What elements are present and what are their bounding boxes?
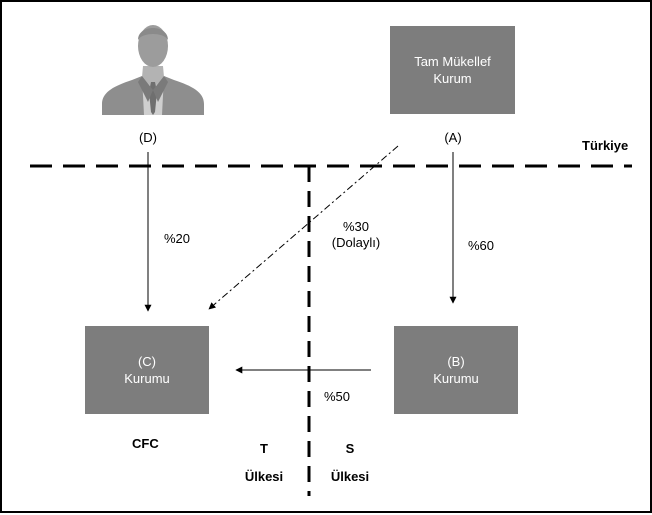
company-a-label: (A) — [444, 130, 462, 145]
company-c-name-line2: Kurumu — [124, 371, 170, 386]
country-s-letter: S — [345, 441, 355, 456]
edge-a-to-c-note: (Dolaylı) — [331, 235, 381, 250]
company-b-box: (B) Kurumu — [394, 326, 518, 414]
company-a-name-line2: Kurum — [433, 71, 472, 86]
edge-a-to-c-label: %30 (Dolaylı) — [324, 219, 388, 251]
company-c-name-line1: (C) — [137, 354, 157, 369]
company-a-name-line1: Tam Mükellef — [414, 54, 491, 69]
country-s-word: Ülkesi — [330, 469, 370, 484]
company-c-box: (C) Kurumu — [85, 326, 209, 414]
country-t-word: Ülkesi — [244, 469, 284, 484]
person-silhouette-icon — [102, 25, 204, 115]
country-turkey-label: Türkiye — [582, 138, 629, 153]
company-c-cfc-tag: CFC — [132, 436, 159, 451]
edge-a-to-b-label: %60 — [468, 238, 495, 253]
arrow-a-to-c-indirect — [208, 145, 399, 310]
company-b-name-line2: Kurumu — [433, 371, 479, 386]
person-d-label: (D) — [138, 130, 158, 145]
edge-b-to-c-label: %50 — [324, 389, 351, 404]
edge-a-to-c-percent: %30 — [342, 219, 370, 234]
edge-d-to-c-label: %20 — [164, 231, 191, 246]
company-a-box: Tam Mükellef Kurum — [390, 26, 515, 114]
country-s-label: S Ülkesi — [320, 435, 380, 491]
company-b-name-line1: (B) — [447, 354, 465, 369]
country-t-letter: T — [260, 441, 268, 456]
country-t-label: T Ülkesi — [234, 435, 294, 491]
